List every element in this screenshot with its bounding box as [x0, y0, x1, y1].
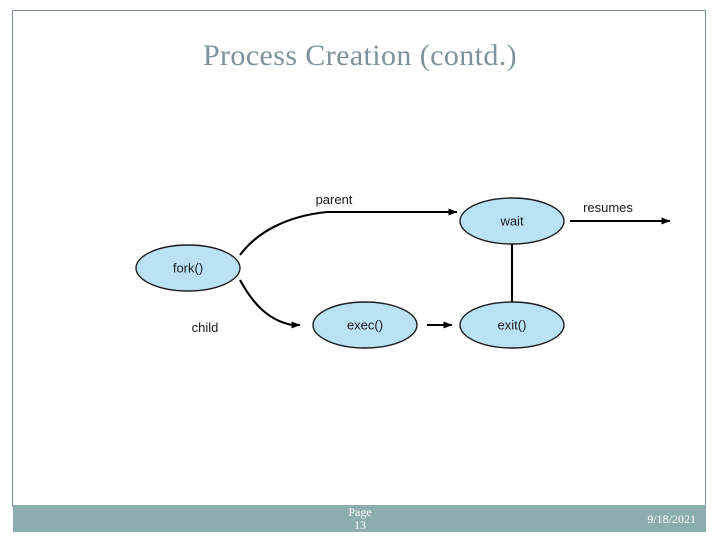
node-wait-label: wait [499, 214, 524, 229]
node-exec-label: exec() [347, 318, 383, 333]
node-wait[interactable] [459, 197, 565, 245]
footer-date: 9/18/2021 [647, 512, 696, 526]
node-exit[interactable] [459, 301, 565, 349]
edge-label-parent: parent [316, 192, 353, 207]
footer-page-word: Page [348, 505, 372, 519]
node-fork[interactable] [135, 244, 241, 292]
footer-page-value: 13 [354, 518, 366, 532]
edge-fork-to-exec [239, 279, 301, 329]
footer-band [13, 505, 706, 532]
edge-label-child: child [192, 320, 219, 335]
footer-page-number: Page 13 [0, 505, 720, 532]
node-exit-label: exit() [498, 318, 527, 333]
node-fork-label: fork() [173, 261, 203, 276]
edge-label-resumes: resumes [583, 200, 633, 215]
page-title: Process Creation (contd.) [202, 39, 518, 72]
process-creation-diagram: fork() exec() wait exit() parent child r… [62, 180, 680, 360]
node-exec[interactable] [312, 301, 418, 349]
edge-fork-to-wait [239, 208, 458, 256]
diagram-svg: fork() exec() wait exit() parent child r… [135, 192, 671, 349]
